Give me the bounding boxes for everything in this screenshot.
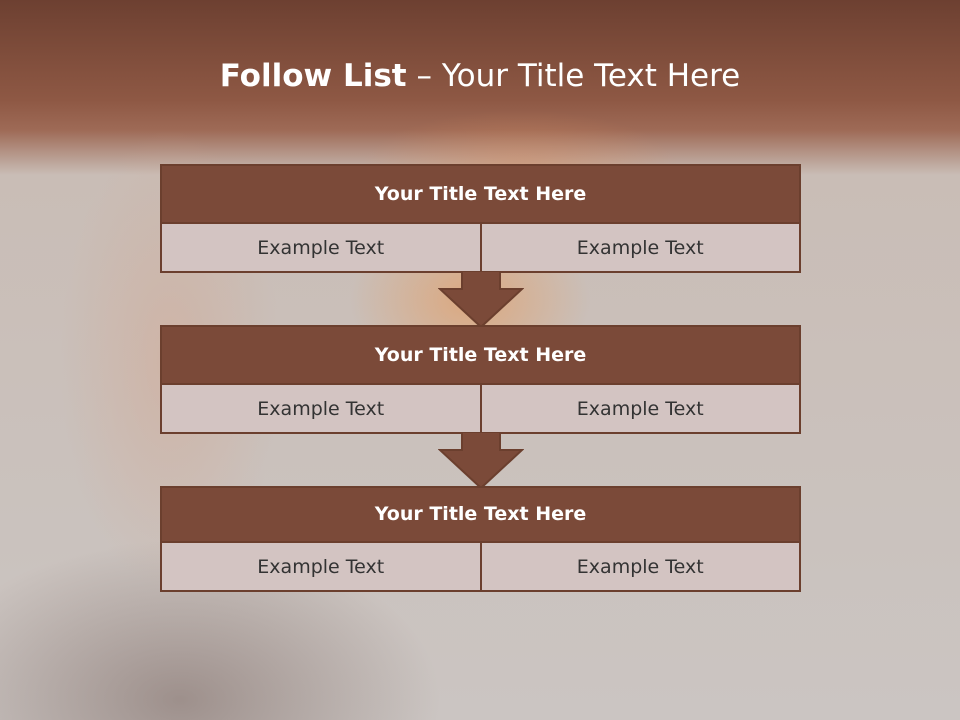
step-block-1: Your Title Text Here Example Text Exampl… [160,164,801,273]
slide-title-bold: Follow List [219,58,407,94]
down-arrow-icon [438,271,524,329]
step-block-2: Your Title Text Here Example Text Exampl… [160,325,801,434]
step-title-3: Your Title Text Here [162,488,799,543]
down-arrow-icon [438,432,524,490]
step-1-left-cell: Example Text [162,224,480,271]
step-2-right-cell: Example Text [479,385,799,432]
step-block-3: Your Title Text Here Example Text Exampl… [160,486,801,592]
step-title-2: Your Title Text Here [162,327,799,385]
step-row-3: Example Text Example Text [162,543,799,590]
step-3-right-cell: Example Text [479,543,799,590]
step-row-1: Example Text Example Text [162,224,799,271]
step-row-2: Example Text Example Text [162,385,799,432]
step-title-1: Your Title Text Here [162,166,799,224]
slide-title: Follow List – Your Title Text Here [0,54,960,98]
slide-title-rest: – Your Title Text Here [406,58,741,94]
step-2-left-cell: Example Text [162,385,480,432]
step-1-right-cell: Example Text [479,224,799,271]
step-3-left-cell: Example Text [162,543,480,590]
